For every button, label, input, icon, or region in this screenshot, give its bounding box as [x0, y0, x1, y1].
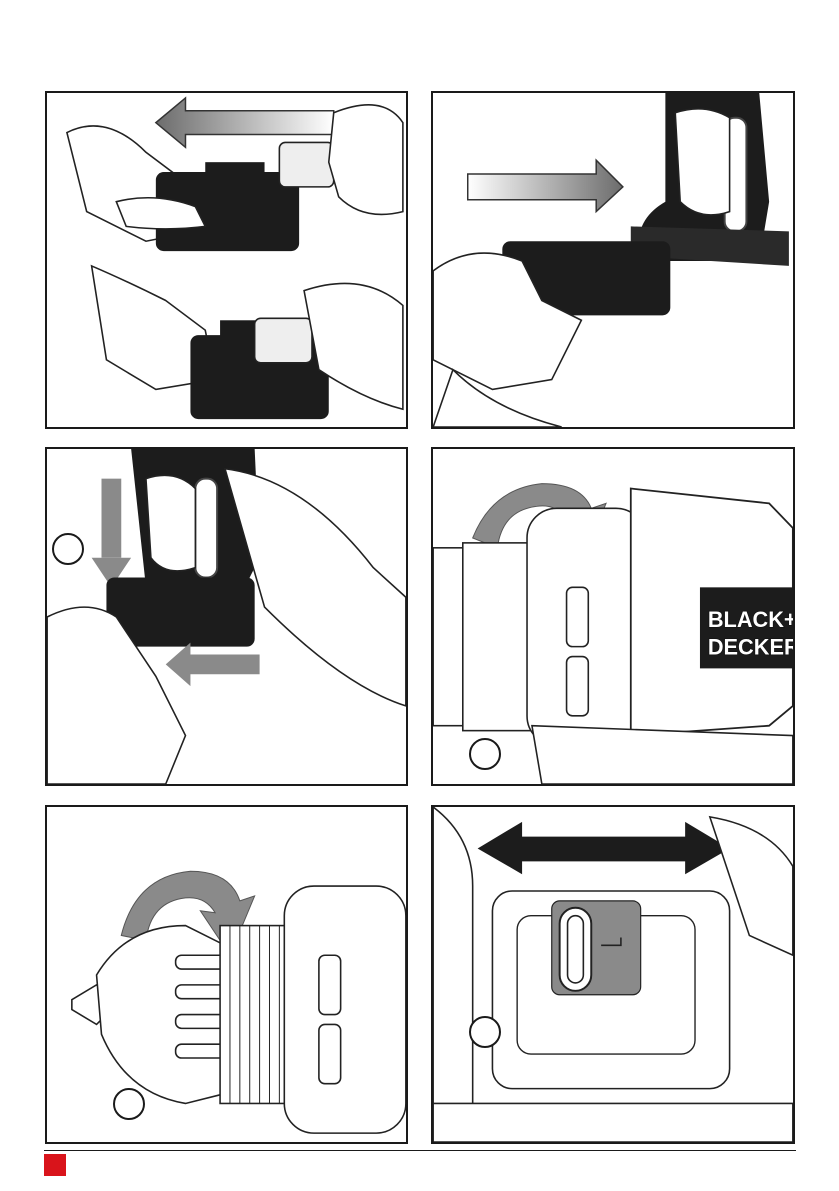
callout-circle [469, 1016, 501, 1048]
double-arrow-icon [478, 822, 730, 874]
drill-illustration-f [433, 807, 793, 1142]
footer-rule [44, 1150, 796, 1151]
battery-illustration-c [47, 449, 406, 784]
left-arrow-icon [166, 643, 260, 686]
figure-chuck-panel [45, 805, 408, 1144]
callout-circle [469, 738, 501, 770]
battery-illustration-b [433, 93, 793, 427]
left-arrow-icon [156, 98, 334, 147]
figure-torque-collar-panel: BLACK+ DECKER [431, 447, 795, 786]
figure-battery-release-panel [45, 447, 408, 786]
page-marker [44, 1154, 66, 1176]
figure-battery-insert-panel [45, 91, 408, 429]
callout-circle [113, 1088, 145, 1120]
right-arrow-icon [468, 160, 623, 211]
battery-illustration-a [47, 93, 406, 427]
drill-illustration-d: BLACK+ DECKER [433, 449, 793, 784]
brand-logo-line2: DECKER [708, 635, 793, 660]
callout-circle [52, 533, 84, 565]
drill-illustration-e [47, 807, 406, 1142]
figure-direction-switch-panel [431, 805, 795, 1144]
brand-logo-line1: BLACK+ [708, 607, 793, 632]
figure-battery-slide-panel [431, 91, 795, 429]
